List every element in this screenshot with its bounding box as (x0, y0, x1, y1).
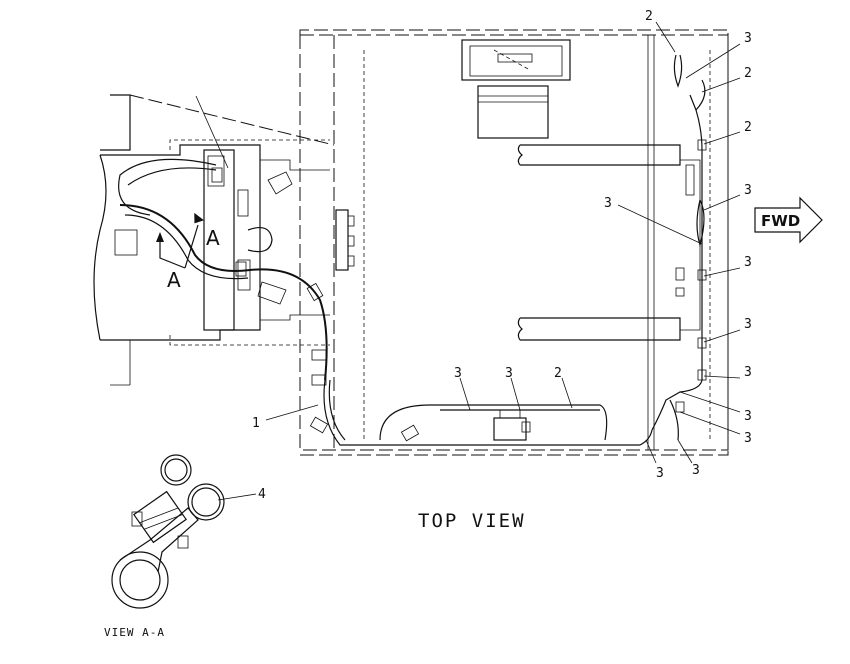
section-cut-arrows: A A (156, 212, 220, 292)
forward-arrow-icon: FWD (754, 196, 823, 244)
callout-3-right-a: 3 (744, 31, 752, 46)
top-view-title: TOP VIEW (418, 510, 526, 532)
callout-3-bottom-c: 3 (454, 366, 462, 381)
callout-2-bottom: 2 (554, 366, 562, 381)
main-frame-outline (299, 29, 729, 456)
section-marker-a-lower: A (167, 268, 181, 292)
callout-3-right-c: 3 (744, 255, 752, 270)
callout-2-top: 2 (645, 9, 653, 24)
view-a-a-title: VIEW A-A (104, 626, 165, 639)
section-marker-a-upper: A (206, 226, 220, 250)
wire-harness (118, 54, 707, 446)
callout-leaders (217, 21, 741, 501)
callout-3-right-b: 3 (744, 183, 752, 198)
callout-2-right-a: 2 (744, 66, 752, 81)
callout-3-bottom-d: 3 (505, 366, 513, 381)
callout-3-right-e: 3 (744, 365, 752, 380)
fwd-label: FWD (761, 212, 800, 230)
callout-3-bottom-a: 3 (656, 466, 664, 481)
top-component (461, 39, 571, 139)
callout-3-right-f: 3 (744, 409, 752, 424)
callout-2-right-b: 2 (744, 120, 752, 135)
callout-4-view: 4 (258, 487, 266, 502)
cross-members (517, 144, 701, 341)
left-machine-assembly (93, 94, 355, 386)
view-a-a-detail (111, 454, 225, 609)
callout-3-bottom-b: 3 (692, 463, 700, 478)
callout-3-mid: 3 (604, 196, 612, 211)
callout-numbers: 2 3 2 2 3 3 3 3 3 3 3 3 3 3 3 2 1 4 (252, 9, 752, 502)
callout-1-left: 1 (252, 416, 260, 431)
callout-3-right-d: 3 (744, 317, 752, 332)
callout-3-right-g: 3 (744, 431, 752, 446)
